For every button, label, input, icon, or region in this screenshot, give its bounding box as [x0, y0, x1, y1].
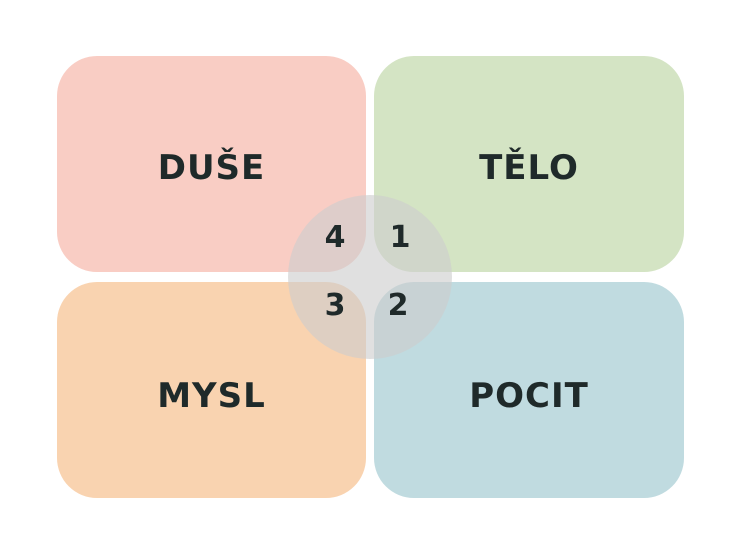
quadrant-mysl-number: 3: [324, 288, 346, 323]
center-circle: [288, 195, 452, 359]
quadrant-duse-label: DUŠE: [157, 148, 266, 188]
quadrant-duse-number: 4: [324, 220, 346, 255]
quadrant-mysl-label: MYSL: [157, 376, 266, 416]
quadrant-duse: DUŠE: [57, 56, 366, 272]
quadrant-telo-number: 1: [389, 220, 411, 255]
quadrant-mysl: MYSL: [57, 282, 366, 498]
quadrant-telo-label: TĚLO: [479, 148, 579, 188]
quadrant-pocit-label: POCIT: [469, 376, 589, 416]
quadrant-pocit-number: 2: [387, 288, 409, 323]
